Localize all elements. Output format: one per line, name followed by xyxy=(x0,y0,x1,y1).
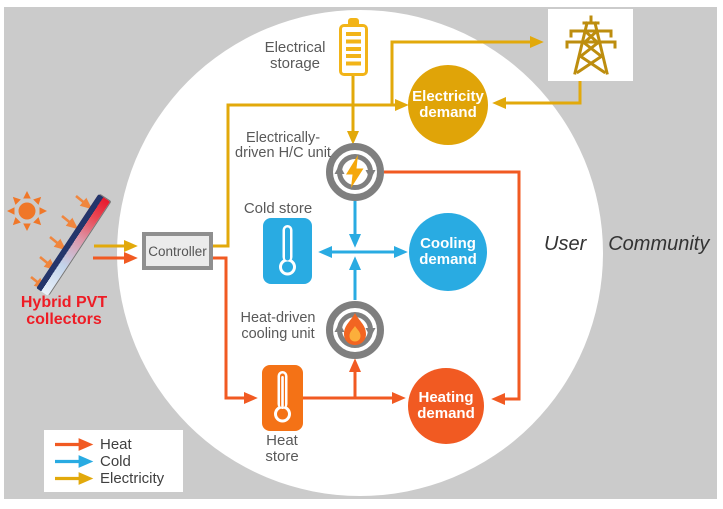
cold-flows xyxy=(318,201,408,300)
heat-driven-cooling-unit-icon xyxy=(326,301,384,359)
flow-grid-to-electricity-demand xyxy=(492,81,582,109)
flow-hc-unit-to-heating-demand xyxy=(384,170,521,405)
legend-label-heat: Heat xyxy=(100,435,132,453)
legend-label-electricity: Electricity xyxy=(100,469,165,487)
battery-cap xyxy=(348,18,359,25)
heating-demand-node: Heating demand xyxy=(408,368,484,444)
lightning-bolt-icon xyxy=(346,155,364,188)
thermometer-hot-icon xyxy=(274,371,291,423)
legend-box: Heat Cold Electricity xyxy=(44,430,183,492)
cold-store-label: Cold store xyxy=(243,200,313,217)
thermometer-cold-icon xyxy=(279,225,296,276)
pvt-label-line2: collectors xyxy=(26,311,102,328)
cold-arrow-icon xyxy=(55,454,94,468)
cold-store-icon xyxy=(263,218,312,284)
pvt-label-line1: Hybrid PVT xyxy=(20,294,108,311)
controller-box: Controller xyxy=(142,232,213,270)
electricity-arrow-icon xyxy=(55,471,94,485)
pvt-collectors-label: Hybrid PVT collectors xyxy=(11,294,117,328)
heat-flows xyxy=(93,170,521,405)
legend-item-cold: Cold xyxy=(52,453,183,470)
user-community-label: User Community xyxy=(544,233,710,255)
legend-item-electricity: Electricity xyxy=(52,470,183,487)
electricity-demand-node: Electricity demand xyxy=(408,65,488,145)
electric-hc-unit-icon xyxy=(326,143,384,201)
flow-controller-to-heat-store xyxy=(213,256,258,404)
electrical-storage-label: Electrical storage xyxy=(264,39,326,72)
battery-icon xyxy=(339,18,368,76)
hc-unit-label: Electrically- driven H/C unit xyxy=(235,130,331,161)
cooling-demand-node: Cooling demand xyxy=(409,213,487,291)
cooling-unit-label: Heat-driven cooling unit xyxy=(240,310,316,342)
solar-irradiance-arrows xyxy=(30,194,93,290)
transmission-tower-icon xyxy=(565,15,616,75)
battery-bars xyxy=(346,32,361,69)
sun-icon xyxy=(7,191,47,231)
controller-label: Controller xyxy=(148,243,207,259)
electricity-flows xyxy=(94,36,582,252)
heat-store-label: Heat store xyxy=(265,432,299,465)
legend-label-cold: Cold xyxy=(100,452,131,470)
flow-branch-to-grid xyxy=(390,36,544,105)
grid-tower-box xyxy=(548,9,633,81)
flow-controller-to-electricity-demand xyxy=(213,99,409,248)
legend-item-heat: Heat xyxy=(52,436,183,453)
heat-store-icon xyxy=(262,365,303,431)
heat-arrow-icon xyxy=(55,437,94,451)
